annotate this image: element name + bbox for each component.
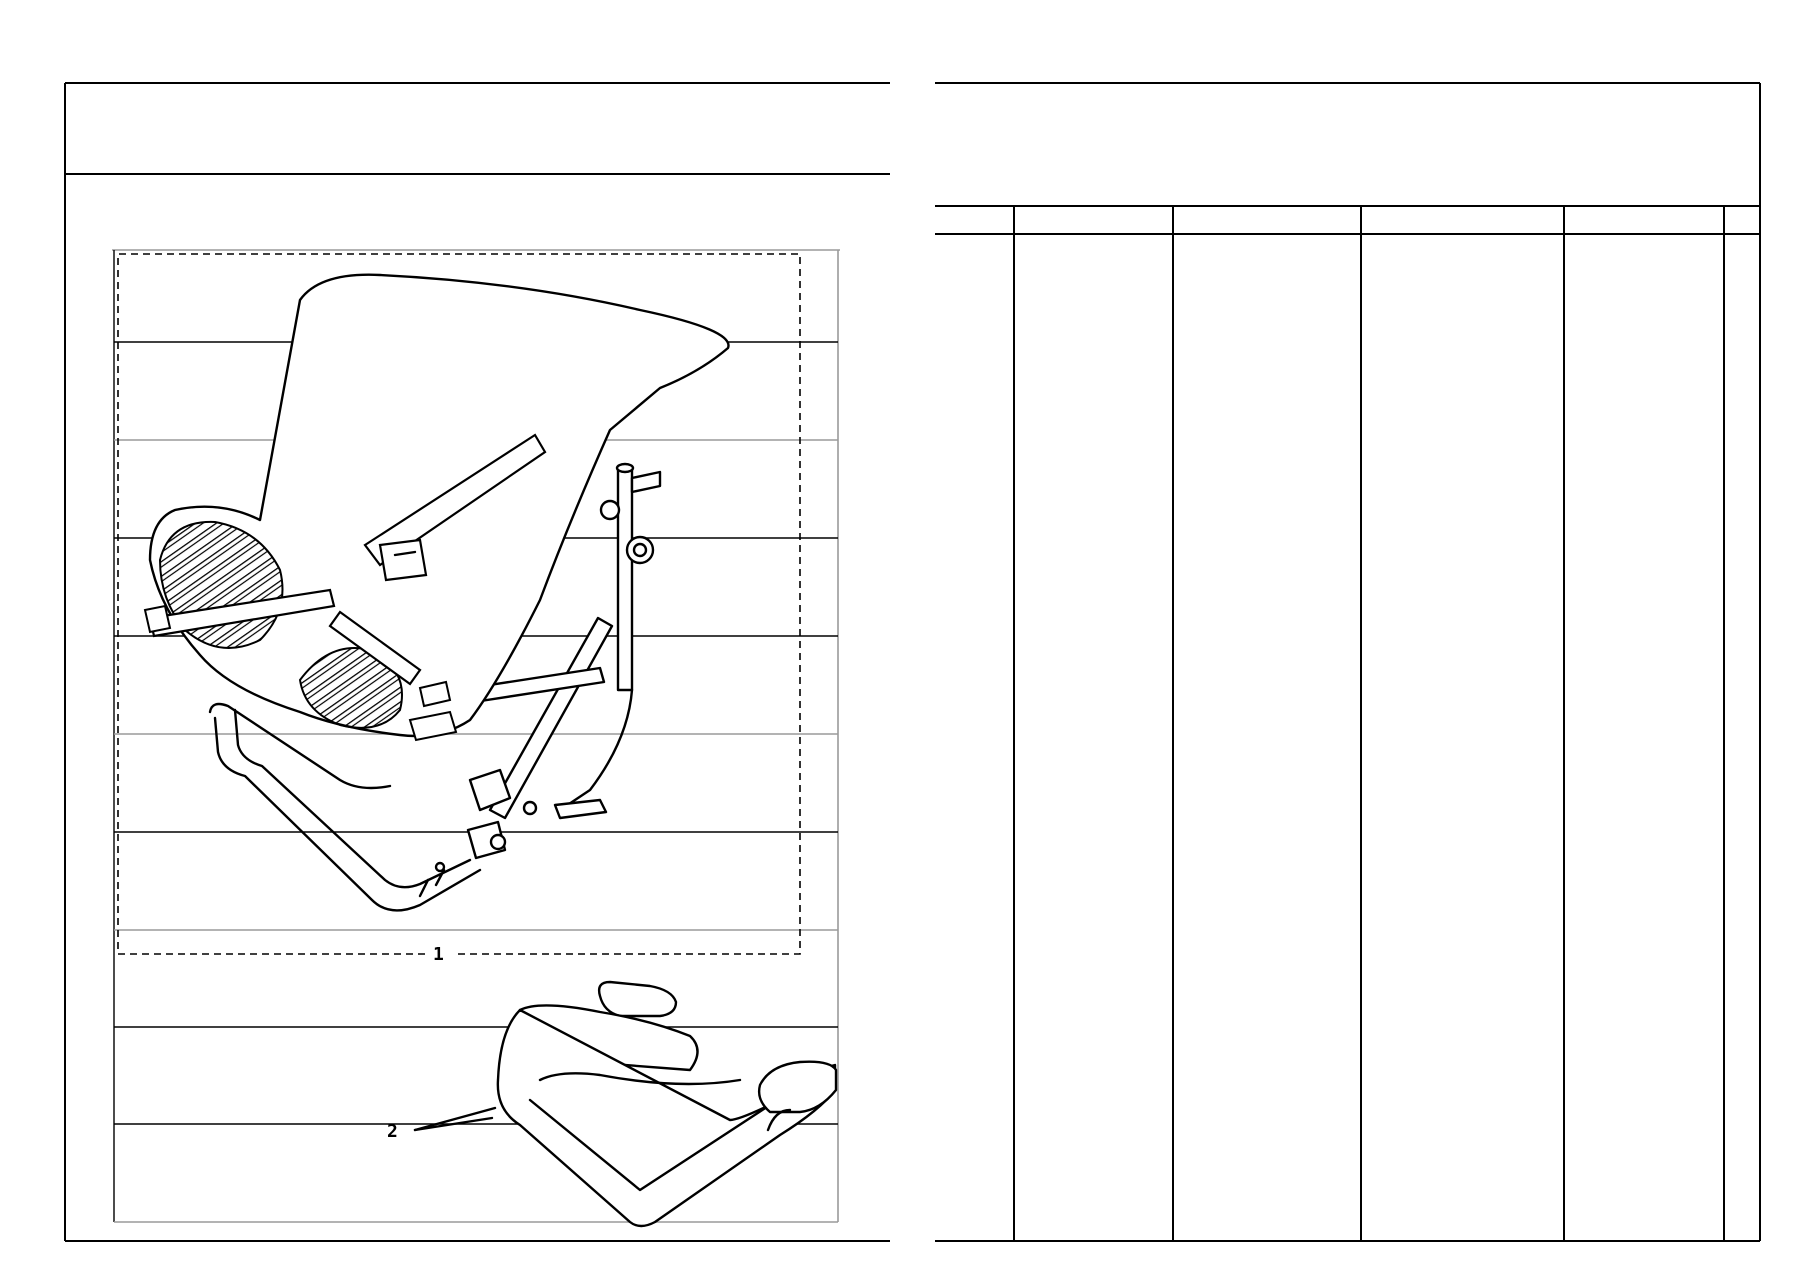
illustration-panel: 1 bbox=[112, 249, 840, 1228]
hinge-bolt bbox=[522, 800, 538, 816]
parts-table bbox=[935, 205, 1760, 1241]
booster-seat-top bbox=[538, 1072, 742, 1086]
right-page bbox=[935, 82, 1761, 1242]
frame-bolt bbox=[434, 861, 446, 873]
crotch-buckle bbox=[408, 710, 458, 742]
strap-adjuster bbox=[418, 680, 452, 708]
base-frame-tube-inner bbox=[233, 708, 472, 889]
shoulder-strap bbox=[363, 433, 547, 567]
callout-2: 2 bbox=[387, 1121, 398, 1142]
foot-bracket bbox=[553, 798, 608, 820]
upright-post bbox=[616, 468, 634, 692]
item-1-group-box bbox=[117, 253, 801, 955]
hinge-bolt bbox=[489, 833, 507, 851]
strap-buckle-left bbox=[143, 604, 172, 634]
adjust-knob-center bbox=[632, 542, 648, 558]
booster-cushion-drawing bbox=[413, 980, 838, 1228]
hinge-plate bbox=[468, 768, 512, 812]
post-knob bbox=[599, 499, 621, 521]
booster-armrest-fold bbox=[766, 1108, 792, 1132]
seat-cushion bbox=[298, 647, 403, 729]
buckle-slot bbox=[393, 550, 417, 557]
post-bracket bbox=[630, 470, 662, 494]
callout-1: 1 bbox=[433, 944, 444, 965]
booster-armrest bbox=[757, 1060, 838, 1114]
item-2-leader bbox=[413, 1106, 497, 1132]
booster-backrest-tab bbox=[597, 980, 678, 1018]
adjust-knob bbox=[625, 535, 655, 565]
child-seat-drawing bbox=[143, 273, 730, 912]
rear-leg bbox=[558, 688, 634, 812]
post-cap bbox=[615, 462, 635, 474]
booster-seat-edge bbox=[528, 1098, 772, 1192]
base-frame-tube bbox=[213, 716, 482, 912]
item-2-leader-b bbox=[413, 1116, 494, 1132]
left-page: 1 bbox=[64, 82, 890, 1242]
base-frame-front bbox=[208, 702, 392, 790]
frame-clamp bbox=[418, 868, 446, 898]
center-buckle bbox=[378, 538, 428, 582]
crotch-strap bbox=[328, 610, 422, 686]
